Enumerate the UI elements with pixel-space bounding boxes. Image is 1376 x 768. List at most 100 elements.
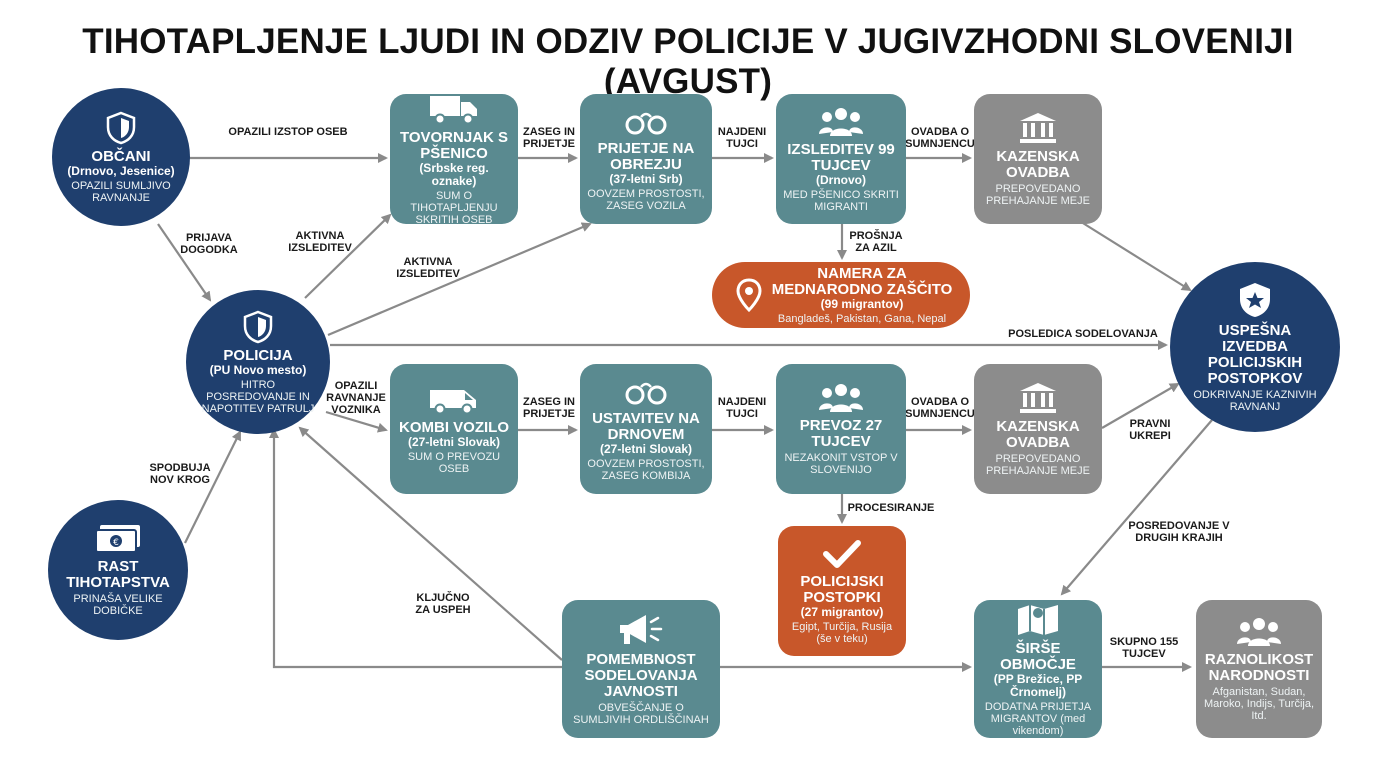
node-description: SUM O PREVOZU OSEB [407,450,501,475]
edge-label-kljucno: KLJUČNO ZA USPEH [415,592,471,616]
arrow-javnost-loop-policija [269,428,562,669]
node-title: TOVORNJAK S PŠENICO [399,129,509,162]
edge-label-opazili-izstop: OPAZILI IZSTOP OSEB [228,126,348,138]
arrow-policija-prijetje [327,222,592,337]
arrow-policija-tovornjak [304,213,392,299]
node-description: SUM O TIHOTAPLJENJU SKRITIH OSEB [410,190,498,226]
arrow-obcani-policija [157,223,212,302]
node-title: POLICIJSKI POSTOPKI [800,572,884,606]
node-subtitle: (27-letni Slovak) [407,434,501,449]
node-title: POLICIJA [223,346,293,364]
edge-label-najdeni-2: NAJDENI TUJCI [717,396,767,420]
megaphone-icon [616,612,666,648]
node-title: KAZENSKA OVADBA [996,148,1080,181]
node-description: OOVZEM PROSTOSTI, ZASEG KOMBIJA [587,457,705,482]
node-subtitle: (Srbske reg. oznake) [419,161,489,188]
arrow-javnost-policija [298,426,563,661]
node-subtitle: (Drnovo, Jesenice) [67,163,175,178]
edge-label-zaseg-2: ZASEG IN PRIJETJE [523,396,575,420]
arrow-ovadba2-uspesna [1101,382,1180,429]
node-postopki: POLICIJSKI POSTOPKI (27 migrantov) Egipt… [778,526,906,656]
node-subtitle: (PP Brežice, PP Črnomelj) [993,672,1083,699]
truck-icon [428,92,480,126]
map-icon [1016,601,1060,637]
node-description: ODKRIVANJE KAZNIVIH RAVNANJ [1193,389,1317,413]
node-title: KAZENSKA OVADBA [996,418,1080,451]
edge-label-spodbuja: SPODBUJA NOV KROG [149,462,211,486]
node-ovadba-1: KAZENSKA OVADBA PREPOVEDANO PREHAJANJE M… [974,94,1102,224]
edge-label-ovadba-sum-1: OVADBA O SUMNJENCU [905,126,975,150]
handcuffs-icon [623,107,669,137]
edge-label-prosnja: PROŠNJA ZA AZIL [849,230,903,254]
edge-label-aktivna-2: AKTIVNA IZSLEDITEV [396,256,460,280]
node-namera: NAMERA ZA MEDNARODNO ZAŠČITO (99 migrant… [712,262,970,328]
edge-label-zaseg-1: ZASEG IN PRIJETJE [523,126,575,150]
node-title: POMEMBNOST SODELOVANJA JAVNOSTI [584,651,698,700]
group-icon [1236,616,1282,648]
node-description: OBVEŠČANJE O SUMLJIVIH ORDLIŠČINAH [573,702,709,726]
node-description: NEZAKONIT VSTOP V SLOVENIJO [784,452,898,476]
shield-icon [106,111,136,145]
node-title: RAZNOLIKOST NARODNOSTI [1204,651,1314,684]
checkmark-icon [822,538,862,570]
handcuffs-icon [623,377,669,407]
node-description: PREPOVEDANO PREHAJANJE MEJE [986,453,1090,477]
node-description: PRINAŠA VELIKE DOBIČKE [73,593,163,617]
money-icon: € [94,523,142,555]
node-tovornjak: TOVORNJAK S PŠENICO (Srbske reg. oznake)… [390,92,518,226]
node-subtitle: (27-letni Slovak) [599,441,693,456]
node-obcani: OBČANI (Drnovo, Jesenice) OPAZILI SUMLJI… [52,88,190,226]
node-ovadba-2: KAZENSKA OVADBA PREPOVEDANO PREHAJANJE M… [974,364,1102,494]
node-prevoz: PREVOZ 27 TUJCEV NEZAKONIT VSTOP V SLOVE… [776,364,906,494]
group-icon [818,106,864,138]
node-subtitle: (Drnovo) [816,172,866,187]
shield-icon [243,310,273,344]
node-title: NAMERA ZA MEDNARODNO ZAŠČITO [771,264,953,298]
arrow-policija-kombi [325,410,388,433]
edge-label-skupno: SKUPNO 155 TUJCEV [1109,636,1179,660]
node-uspesna: USPEŠNA IZVEDBA POLICIJSKIH POSTOPKOV OD… [1170,262,1340,432]
arrow-uspesna-sirse [1060,419,1213,596]
edge-label-procesiranje: PROCESIRANJE [847,502,935,514]
node-subtitle: (PU Novo mesto) [209,362,307,377]
node-kombi: KOMBI VOZILO (27-letni Slovak) SUM O PRE… [390,364,518,494]
node-description: DODATNA PRIJETJA MIGRANTOV (med vikendom… [984,701,1092,737]
group-icon [818,382,864,414]
edge-label-opazili-ravnanje: OPAZILI RAVNANJE VOZNIKA [326,380,386,416]
node-javnost: POMEMBNOST SODELOVANJA JAVNOSTI OBVEŠČAN… [562,600,720,738]
node-description: MED PŠENICO SKRITI MIGRANTI [783,188,899,213]
badge-icon [1238,281,1272,319]
node-description: OOVZEM PROSTOSTI, ZASEG VOZILA [587,187,705,212]
node-ustavitev: USTAVITEV NA DRNOVEM (27-letni Slovak) O… [580,364,712,494]
node-policija: POLICIJA (PU Novo mesto) HITRO POSREDOVA… [186,290,330,434]
node-title: USPEŠNA IZVEDBA POLICIJSKIH POSTOPKOV [1207,322,1303,387]
arrow-ovadba1-uspesna [1077,219,1192,292]
edge-label-pravni: PRAVNI UKREPI [1129,418,1171,442]
node-description: OPAZILI SUMLJIVO RAVNANJE [71,179,171,204]
edge-label-prijava: PRIJAVA DOGODKA [180,232,238,256]
edge-label-posledica: POSLEDICA SODELOVANJA [1008,328,1158,340]
node-sirse: ŠIRŠE OBMOČJE (PP Brežice, PP Črnomelj) … [974,600,1102,738]
node-title: ŠIRŠE OBMOČJE [1000,640,1076,673]
node-subtitle: (27 migrantov) [800,604,884,619]
location-pin-icon [736,278,762,317]
node-description: Afganistan, Sudan, Maroko, Indijs, Turči… [1203,686,1315,722]
edge-label-najdeni-1: NAJDENI TUJCI [717,126,767,150]
edge-label-ovadba-sum-2: OVADBA O SUMNJENCU [905,396,975,420]
courthouse-icon [1018,381,1058,415]
node-description: PREPOVEDANO PREHAJANJE MEJE [986,183,1090,207]
van-icon [428,384,480,416]
edge-label-posredovanje: POSREDOVANJE V DRUGIH KRAJIH [1128,520,1230,544]
node-title: PRIJETJE NA OBREZJU [597,139,695,173]
edge-label-aktivna-1: AKTIVNA IZSLEDITEV [288,230,352,254]
svg-text:€: € [113,538,119,548]
arrow-rast-policija [184,430,241,544]
node-title: KOMBI VOZILO [399,418,509,436]
node-subtitle: (99 migrantov) [820,296,904,311]
node-title: IZSLEDITEV 99 TUJCEV [787,140,895,174]
node-izsleditev: IZSLEDITEV 99 TUJCEV (Drnovo) MED PŠENIC… [776,94,906,224]
node-rast: € RAST TIHOTAPSTVA PRINAŠA VELIKE DOBIČK… [48,500,188,640]
courthouse-icon [1018,111,1058,145]
node-subtitle: (37-letni Srb) [609,171,683,186]
